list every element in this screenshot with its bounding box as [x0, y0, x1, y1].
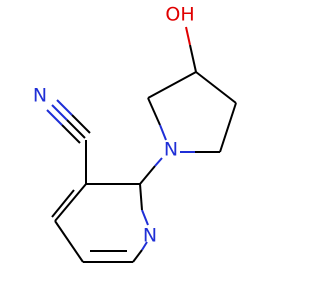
bond-c4-c5: [54, 220, 84, 263]
bond-cb-cc: [195, 71, 237, 104]
molecule-drawing: N N N OH: [33, 4, 237, 263]
nitrile-bond-line-1: [46, 109, 63, 126]
bond-cc-cd: [219, 102, 237, 153]
pyridine-ring: [51, 140, 149, 263]
nitrile-bond-line-1b: [61, 124, 81, 144]
bond-c6-n1-a: [132, 249, 143, 263]
bond-c6-n1-b: [141, 241, 148, 251]
bond-cb-o: [189, 44, 197, 73]
pyrrolidine-ring: [147, 71, 237, 153]
bond-cb-o-red: [185, 26, 191, 46]
bond-npyr-ca-n: [159, 124, 167, 141]
nitrile-bond-line-3b: [71, 114, 91, 134]
nitrile-bond-line-2: [51, 104, 68, 121]
nitrile-bond-line-2b: [66, 119, 86, 139]
bond-n1-c2-b: [139, 183, 143, 211]
bond-ca-cb: [147, 71, 197, 99]
hydroxyl-label: OH: [165, 4, 194, 26]
bond-c2-npyr-b: [154, 157, 163, 167]
bond-npyr-ca: [147, 97, 161, 126]
bond-c3-c4: [54, 183, 87, 222]
nitrile-bond-line-3: [56, 99, 73, 116]
nitrile-n-label: N: [33, 85, 47, 107]
bond-c3-c4-inner: [51, 189, 75, 218]
structure-canvas: N N N OH: [32, 3, 237, 263]
bond-n1-c2-a: [141, 209, 149, 226]
bond-c2-npyr-a: [139, 165, 156, 185]
pyrrolidine-n-label: N: [164, 139, 178, 161]
nitrile-triple-bond: [46, 99, 91, 144]
pyridine-n-label: N: [143, 225, 157, 247]
